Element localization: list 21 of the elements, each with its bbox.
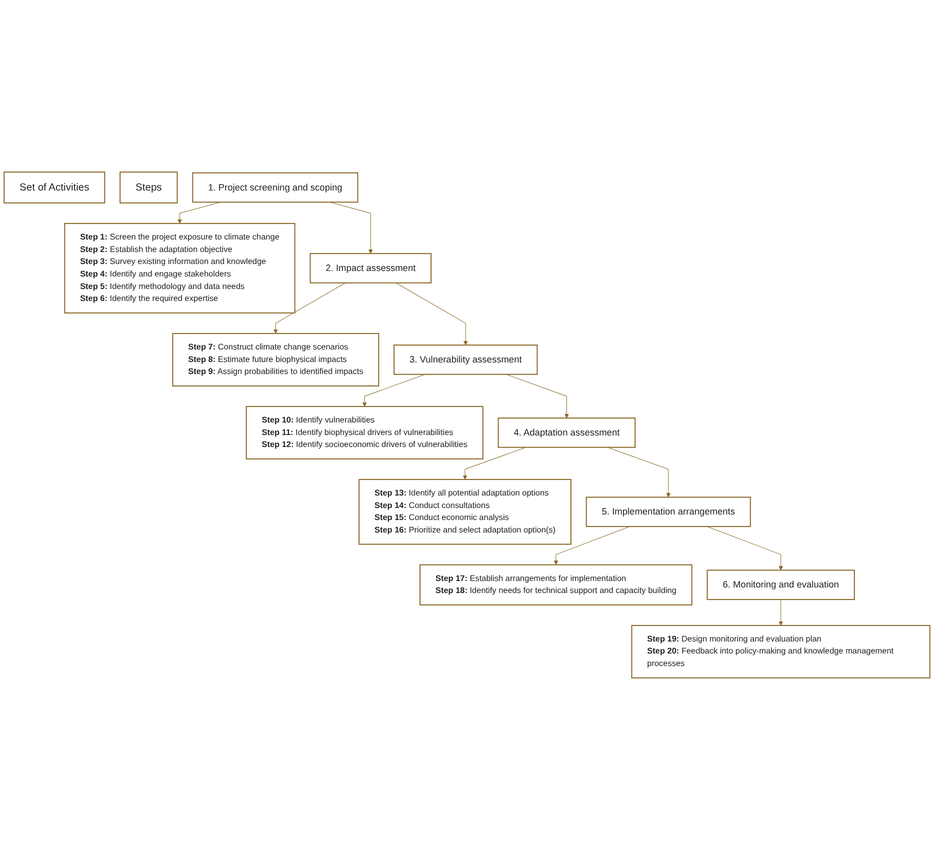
- node-box: 1. Project screening and scoping: [192, 172, 358, 203]
- node-box: 4. Adaptation assessment: [498, 418, 636, 448]
- node-box: Step 7: Construct climate change scenarios Step 8: Estimate future biophysical impacts Step 9: Assign probabilities to identified impacts: [172, 332, 380, 386]
- node-box: 6. Monitoring and evaluation: [706, 570, 855, 600]
- arrow: [362, 374, 426, 407]
- node-box: Step 1: Screen the project exposure to climate change Step 2: Establish the adaptation objective Step 3: Survey existing information and knowledge Step 4: Identify and engage stakeholders Step 5: Identify methodology and data needs Step 6: Identify the required expertise: [64, 222, 296, 314]
- node-box: Set of Activities: [4, 172, 106, 204]
- node-box: Step 19: Design monitoring and evaluation plan Step 20: Feedback into policy-making and knowledge management processes: [631, 624, 930, 678]
- node-box: 3. Vulnerability assessment: [394, 344, 538, 375]
- arrow: [607, 447, 671, 498]
- node-box: Step 10: Identify vulnerabilities Step 11: Identify biophysical drivers of vulnerabilities Step 12: Identify socioeconomic drivers of vulnerabilities: [246, 406, 484, 460]
- node-box: Steps: [120, 172, 178, 204]
- node-box: Step 17: Establish arrangements for implementation Step 18: Identify needs for technical support and capacity building: [420, 564, 692, 606]
- node-box: Step 13: Identify all potential adaptation options Step 14: Conduct consultations Step 15: Conduct economic analysis Step 16: Prioritize and select adaptation option(s): [358, 478, 572, 545]
- node-box: 5. Implementation arrangements: [586, 496, 751, 528]
- arrow: [462, 447, 526, 480]
- arrow: [396, 282, 468, 346]
- arrow: [273, 282, 346, 334]
- node-box: 2. Impact assessment: [310, 253, 432, 284]
- arrow: [778, 599, 784, 626]
- arrow: [506, 374, 569, 418]
